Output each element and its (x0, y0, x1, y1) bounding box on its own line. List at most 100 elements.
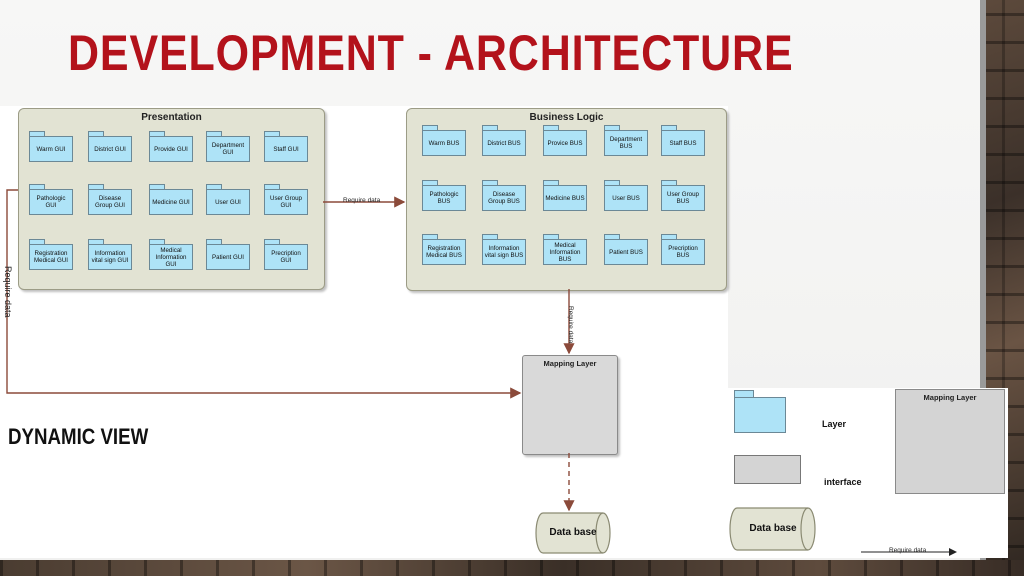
business-package-label: User Group BUS (661, 185, 705, 211)
slide-title: DEVELOPMENT - ARCHITECTURE (68, 25, 794, 81)
package-tab (149, 131, 165, 137)
presentation-package-label: Medical Information GUI (149, 244, 193, 270)
presentation-package-label: Patient GUI (206, 244, 250, 270)
package-tab (543, 125, 559, 131)
package-tab (661, 234, 677, 240)
business-package-label: District BUS (482, 130, 526, 156)
package-tab (422, 125, 438, 131)
business-package: Department BUS (604, 125, 648, 156)
business-package: Precription BUS (661, 234, 705, 265)
business-package-label: Department BUS (604, 130, 648, 156)
presentation-package: Provide GUI (149, 131, 193, 162)
presentation-package: Pathologic GUI (29, 184, 73, 215)
brick-texture-bottom (0, 560, 1024, 576)
database-label: Data base (549, 527, 597, 538)
legend-mapping-layer-box: Mapping Layer (895, 389, 1005, 494)
mapping-layer-box: Mapping Layer (522, 355, 618, 455)
legend-mapping-layer-label: Mapping Layer (923, 393, 977, 402)
presentation-package: Information vital sign GUI (88, 239, 132, 270)
presentation-package-label: Registration Medical GUI (29, 244, 73, 270)
presentation-package: Disease Group GUI (88, 184, 132, 215)
package-tab (482, 125, 498, 131)
business-package-label: Provice BUS (543, 130, 587, 156)
database-icon (535, 512, 611, 554)
presentation-package: Registration Medical GUI (29, 239, 73, 270)
package-tab (88, 184, 104, 190)
package-tab (604, 234, 620, 240)
package-tab (422, 180, 438, 186)
presentation-package-label: Information vital sign GUI (88, 244, 132, 270)
presentation-package-label: Warm GUI (29, 136, 73, 162)
presentation-package: Warm GUI (29, 131, 73, 162)
presentation-package-label: User GUI (206, 189, 250, 215)
business-package: User Group BUS (661, 180, 705, 211)
legend-require-data-label: Require data (889, 547, 927, 554)
business-package: Warm BUS (422, 125, 466, 156)
presentation-package: User GUI (206, 184, 250, 215)
business-package-label: Disease Group BUS (482, 185, 526, 211)
presentation-package-label: Staff GUI (264, 136, 308, 162)
business-package: User BUS (604, 180, 648, 211)
business-package-label: Registration Medical BUS (422, 239, 466, 265)
presentation-package-label: Disease Group GUI (88, 189, 132, 215)
slide-subtitle: DYNAMIC VIEW (8, 424, 149, 449)
presentation-package: Medicine GUI (149, 184, 193, 215)
package-tab (543, 180, 559, 186)
package-tab (661, 125, 677, 131)
business-package: Pathologic BUS (422, 180, 466, 211)
presentation-package: District GUI (88, 131, 132, 162)
business-package-label: Information vital sign BUS (482, 239, 526, 265)
package-tab (29, 131, 45, 137)
business-package: Staff BUS (661, 125, 705, 156)
business-package-label: Pathologic BUS (422, 185, 466, 211)
package-tab (206, 131, 222, 137)
package-tab (661, 180, 677, 186)
business-package: Information vital sign BUS (482, 234, 526, 265)
legend-interface-label: interface (824, 477, 862, 487)
package-tab (264, 184, 280, 190)
business-package-label: Medical Information BUS (543, 239, 587, 265)
mapping-layer-label: Mapping Layer (543, 359, 597, 368)
presentation-package-label: User Group GUI (264, 189, 308, 215)
business-package: Provice BUS (543, 125, 587, 156)
business-logic-layer-title: Business Logic (529, 112, 604, 123)
presentation-package: Precription GUI (264, 239, 308, 270)
presentation-package-label: Department GUI (206, 136, 250, 162)
business-package: Medicine BUS (543, 180, 587, 211)
business-package: Disease Group BUS (482, 180, 526, 211)
edge-label-presentation-business: Require data (343, 197, 381, 204)
business-package: Registration Medical BUS (422, 234, 466, 265)
package-tab (543, 234, 559, 240)
presentation-package: User Group GUI (264, 184, 308, 215)
business-logic-layer: Business Logic Warm BUS District BUS Provi… (406, 108, 727, 291)
presentation-layer-title: Presentation (141, 112, 202, 123)
business-package: District BUS (482, 125, 526, 156)
database-cylinder: Data base (535, 512, 611, 554)
presentation-package-label: District GUI (88, 136, 132, 162)
business-package-label: Warm BUS (422, 130, 466, 156)
edge-label-business-mapping: Require data (567, 306, 574, 344)
slide-edge-strip (980, 0, 986, 560)
legend-interface-icon (734, 455, 801, 484)
presentation-package-label: Provide GUI (149, 136, 193, 162)
presentation-package: Department GUI (206, 131, 250, 162)
presentation-package: Staff GUI (264, 131, 308, 162)
business-package-label: Precription BUS (661, 239, 705, 265)
legend-layer-icon (734, 390, 786, 433)
business-package-label: Patient BUS (604, 239, 648, 265)
business-package-label: Medicine BUS (543, 185, 587, 211)
package-tab (149, 184, 165, 190)
legend-layer-label: Layer (822, 419, 847, 429)
presentation-package: Patient GUI (206, 239, 250, 270)
business-package-label: Staff BUS (661, 130, 705, 156)
edge-label-presentation-mapping: Require data (3, 266, 13, 318)
presentation-package-label: Medicine GUI (149, 189, 193, 215)
package-tab (88, 131, 104, 137)
legend-database-icon (729, 507, 816, 551)
package-tab (29, 184, 45, 190)
presentation-package-label: Pathologic GUI (29, 189, 73, 215)
legend-database-label: Data base (749, 523, 797, 534)
presentation-package: Medical Information GUI (149, 239, 193, 270)
business-package: Patient BUS (604, 234, 648, 265)
package-tab (264, 131, 280, 137)
